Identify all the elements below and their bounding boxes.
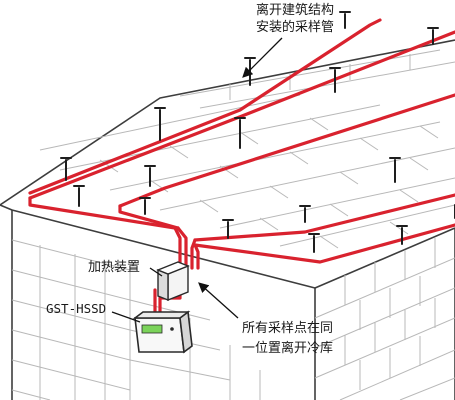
nozzle xyxy=(396,225,408,245)
ceiling-back-edge xyxy=(0,39,455,206)
heating-device xyxy=(156,261,190,302)
right-wall-courses xyxy=(314,257,455,400)
ceiling-front-edge xyxy=(0,204,13,211)
building-structure xyxy=(0,39,455,400)
pipe-run-7 xyxy=(193,223,455,264)
pipe-run-2 xyxy=(28,30,455,200)
arrow-sampling-points xyxy=(198,282,239,319)
pipe-run-4 xyxy=(118,93,455,208)
arrow-detector xyxy=(111,311,141,323)
pipe-drop-d xyxy=(193,243,200,270)
pipe-drop-a xyxy=(173,226,182,270)
ceiling-brick-back xyxy=(179,49,455,109)
sampling-pipes xyxy=(28,18,455,320)
label-heating-device: 加热装置 xyxy=(88,260,141,275)
pipe-drop-c xyxy=(190,238,197,270)
nozzle xyxy=(308,233,320,253)
nozzle xyxy=(222,219,234,239)
nozzle xyxy=(73,185,85,207)
ceiling-brick-pattern xyxy=(39,49,455,249)
sampling-nozzles xyxy=(60,11,455,253)
detector-unit xyxy=(132,310,193,354)
right-wall-bricks xyxy=(314,238,455,400)
detector-indicator xyxy=(170,327,174,331)
label-sampling-pipe-line2: 安装的采样管 xyxy=(256,20,335,35)
nozzle xyxy=(329,67,341,93)
nozzle xyxy=(299,205,311,223)
pipe-run-3 xyxy=(28,196,177,230)
detector-front xyxy=(134,317,185,353)
pipe-run-6 xyxy=(193,193,455,242)
heating-device-top xyxy=(156,261,190,275)
right-wall-joints xyxy=(344,238,436,390)
nozzle xyxy=(389,157,401,183)
nozzle xyxy=(427,27,439,45)
detector-top xyxy=(132,311,191,319)
pipe-run-5 xyxy=(118,204,180,230)
pipe-run-1 xyxy=(28,18,382,195)
left-wall-bricks xyxy=(11,239,261,400)
nozzle xyxy=(234,117,246,149)
nozzle xyxy=(144,165,156,187)
label-sampling-pipe-line1: 离开建筑结构 xyxy=(256,3,335,18)
label-sampling-points-line1: 所有采样点在同 xyxy=(242,321,334,336)
ceiling-brick-row xyxy=(39,94,455,247)
label-detector-model: GST-HSSD xyxy=(46,301,107,316)
label-sampling-points-line2: 一位置离开冷库 xyxy=(242,341,334,356)
detector-display xyxy=(141,324,163,334)
arrow-heating-device xyxy=(149,267,163,277)
annotation-arrows xyxy=(111,37,283,323)
nozzle xyxy=(154,107,166,141)
left-wall-courses xyxy=(11,239,131,400)
nozzle xyxy=(139,197,151,215)
nozzle xyxy=(339,11,351,29)
arrow-sampling-pipe xyxy=(242,37,283,78)
pipe-drop-b xyxy=(176,226,188,270)
nozzle xyxy=(60,157,72,181)
